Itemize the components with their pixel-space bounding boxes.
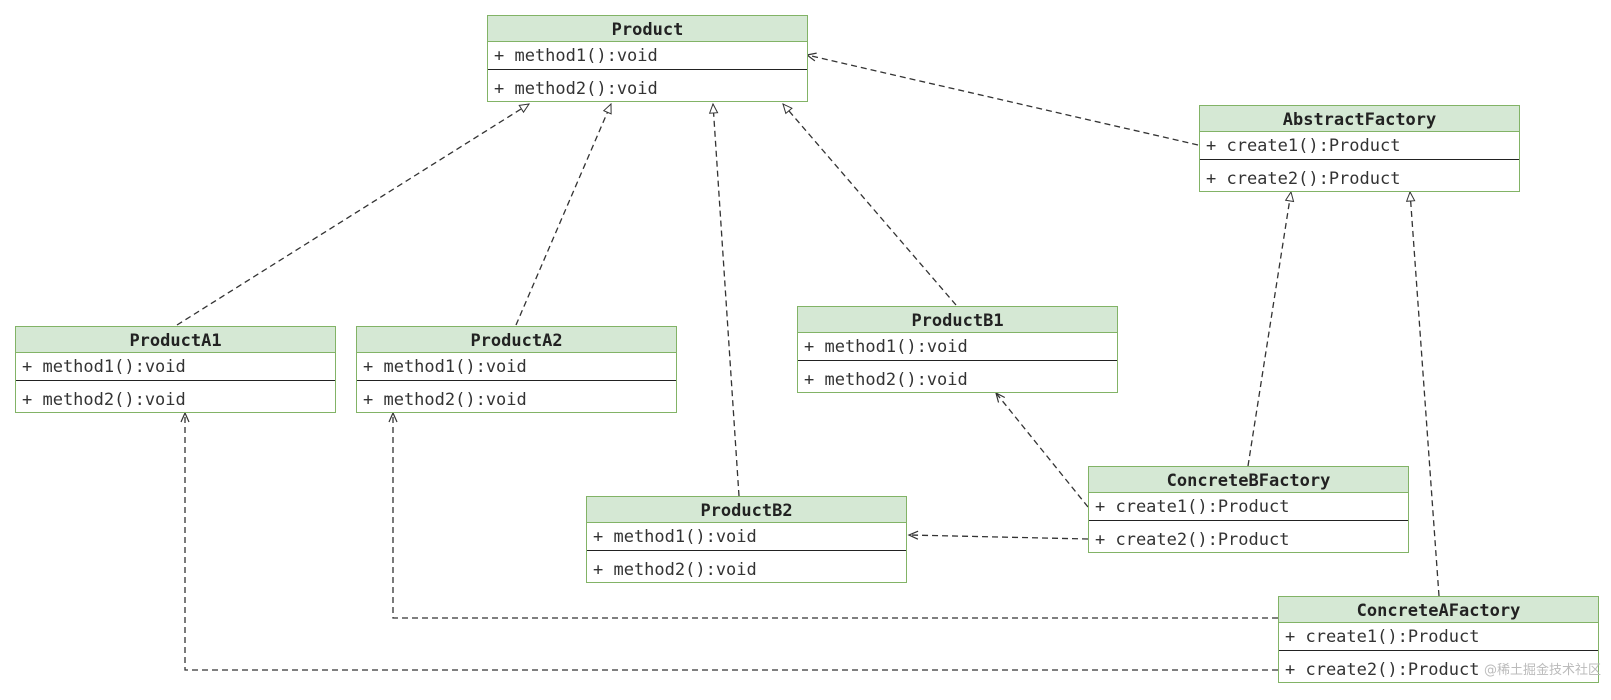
method-1: + method1():void	[22, 357, 186, 377]
edge-concreteafactory-abstractfactory	[1405, 190, 1440, 597]
edge-concretebfactory-productb2	[907, 530, 1089, 540]
edge-productb1-product	[782, 103, 957, 306]
class-concrete-b-factory[interactable]: ConcreteBFactory + create1():Product + c…	[1088, 466, 1409, 553]
class-product-b2[interactable]: ProductB2 + method1():void + method2():v…	[586, 496, 907, 583]
class-name: ConcreteBFactory	[1089, 467, 1408, 493]
method-1: + method1():void	[363, 357, 527, 377]
method-2: + create2():Product	[1279, 650, 1598, 680]
class-name: ProductA1	[16, 327, 335, 353]
method-1: + method1():void	[494, 46, 658, 66]
class-name: AbstractFactory	[1200, 106, 1519, 132]
method-2: + method2():void	[488, 69, 807, 99]
method-1: + method1():void	[593, 527, 757, 547]
method-2: + method2():void	[587, 550, 906, 580]
method-2: + method2():void	[16, 380, 335, 410]
method-2: + create2():Product	[1200, 159, 1519, 189]
method-1: + method1():void	[804, 337, 968, 357]
method-1: + create1():Product	[1206, 136, 1401, 156]
class-name: ProductA2	[357, 327, 676, 353]
method-2: + create2():Product	[1089, 520, 1408, 550]
class-product[interactable]: Product + method1():void + method2():voi…	[487, 15, 808, 102]
edge-producta1-product	[176, 103, 531, 326]
edge-producta2-product	[515, 102, 612, 326]
edge-abstractfactory-product	[805, 52, 1199, 146]
watermark: @稀土掘金技术社区	[1483, 663, 1601, 678]
edge-concretebfactory-productb1	[995, 391, 1089, 508]
class-name: ProductB2	[587, 497, 906, 523]
method-2: + method2():void	[357, 380, 676, 410]
class-product-a2[interactable]: ProductA2 + method1():void + method2():v…	[356, 326, 677, 413]
class-product-a1[interactable]: ProductA1 + method1():void + method2():v…	[15, 326, 336, 413]
edge-concretebfactory-abstractfactory	[1247, 190, 1295, 467]
method-1: + create1():Product	[1285, 627, 1480, 647]
method-1: + create1():Product	[1095, 497, 1290, 517]
class-name: ProductB1	[798, 307, 1117, 333]
class-product-b1[interactable]: ProductB1 + method1():void + method2():v…	[797, 306, 1118, 393]
class-abstract-factory[interactable]: AbstractFactory + create1():Product + cr…	[1199, 105, 1520, 192]
method-2: + method2():void	[798, 360, 1117, 390]
edge-productb2-product	[708, 102, 740, 497]
class-concrete-a-factory[interactable]: ConcreteAFactory + create1():Product + c…	[1278, 596, 1599, 683]
class-name: ConcreteAFactory	[1279, 597, 1598, 623]
class-name: Product	[488, 16, 807, 42]
